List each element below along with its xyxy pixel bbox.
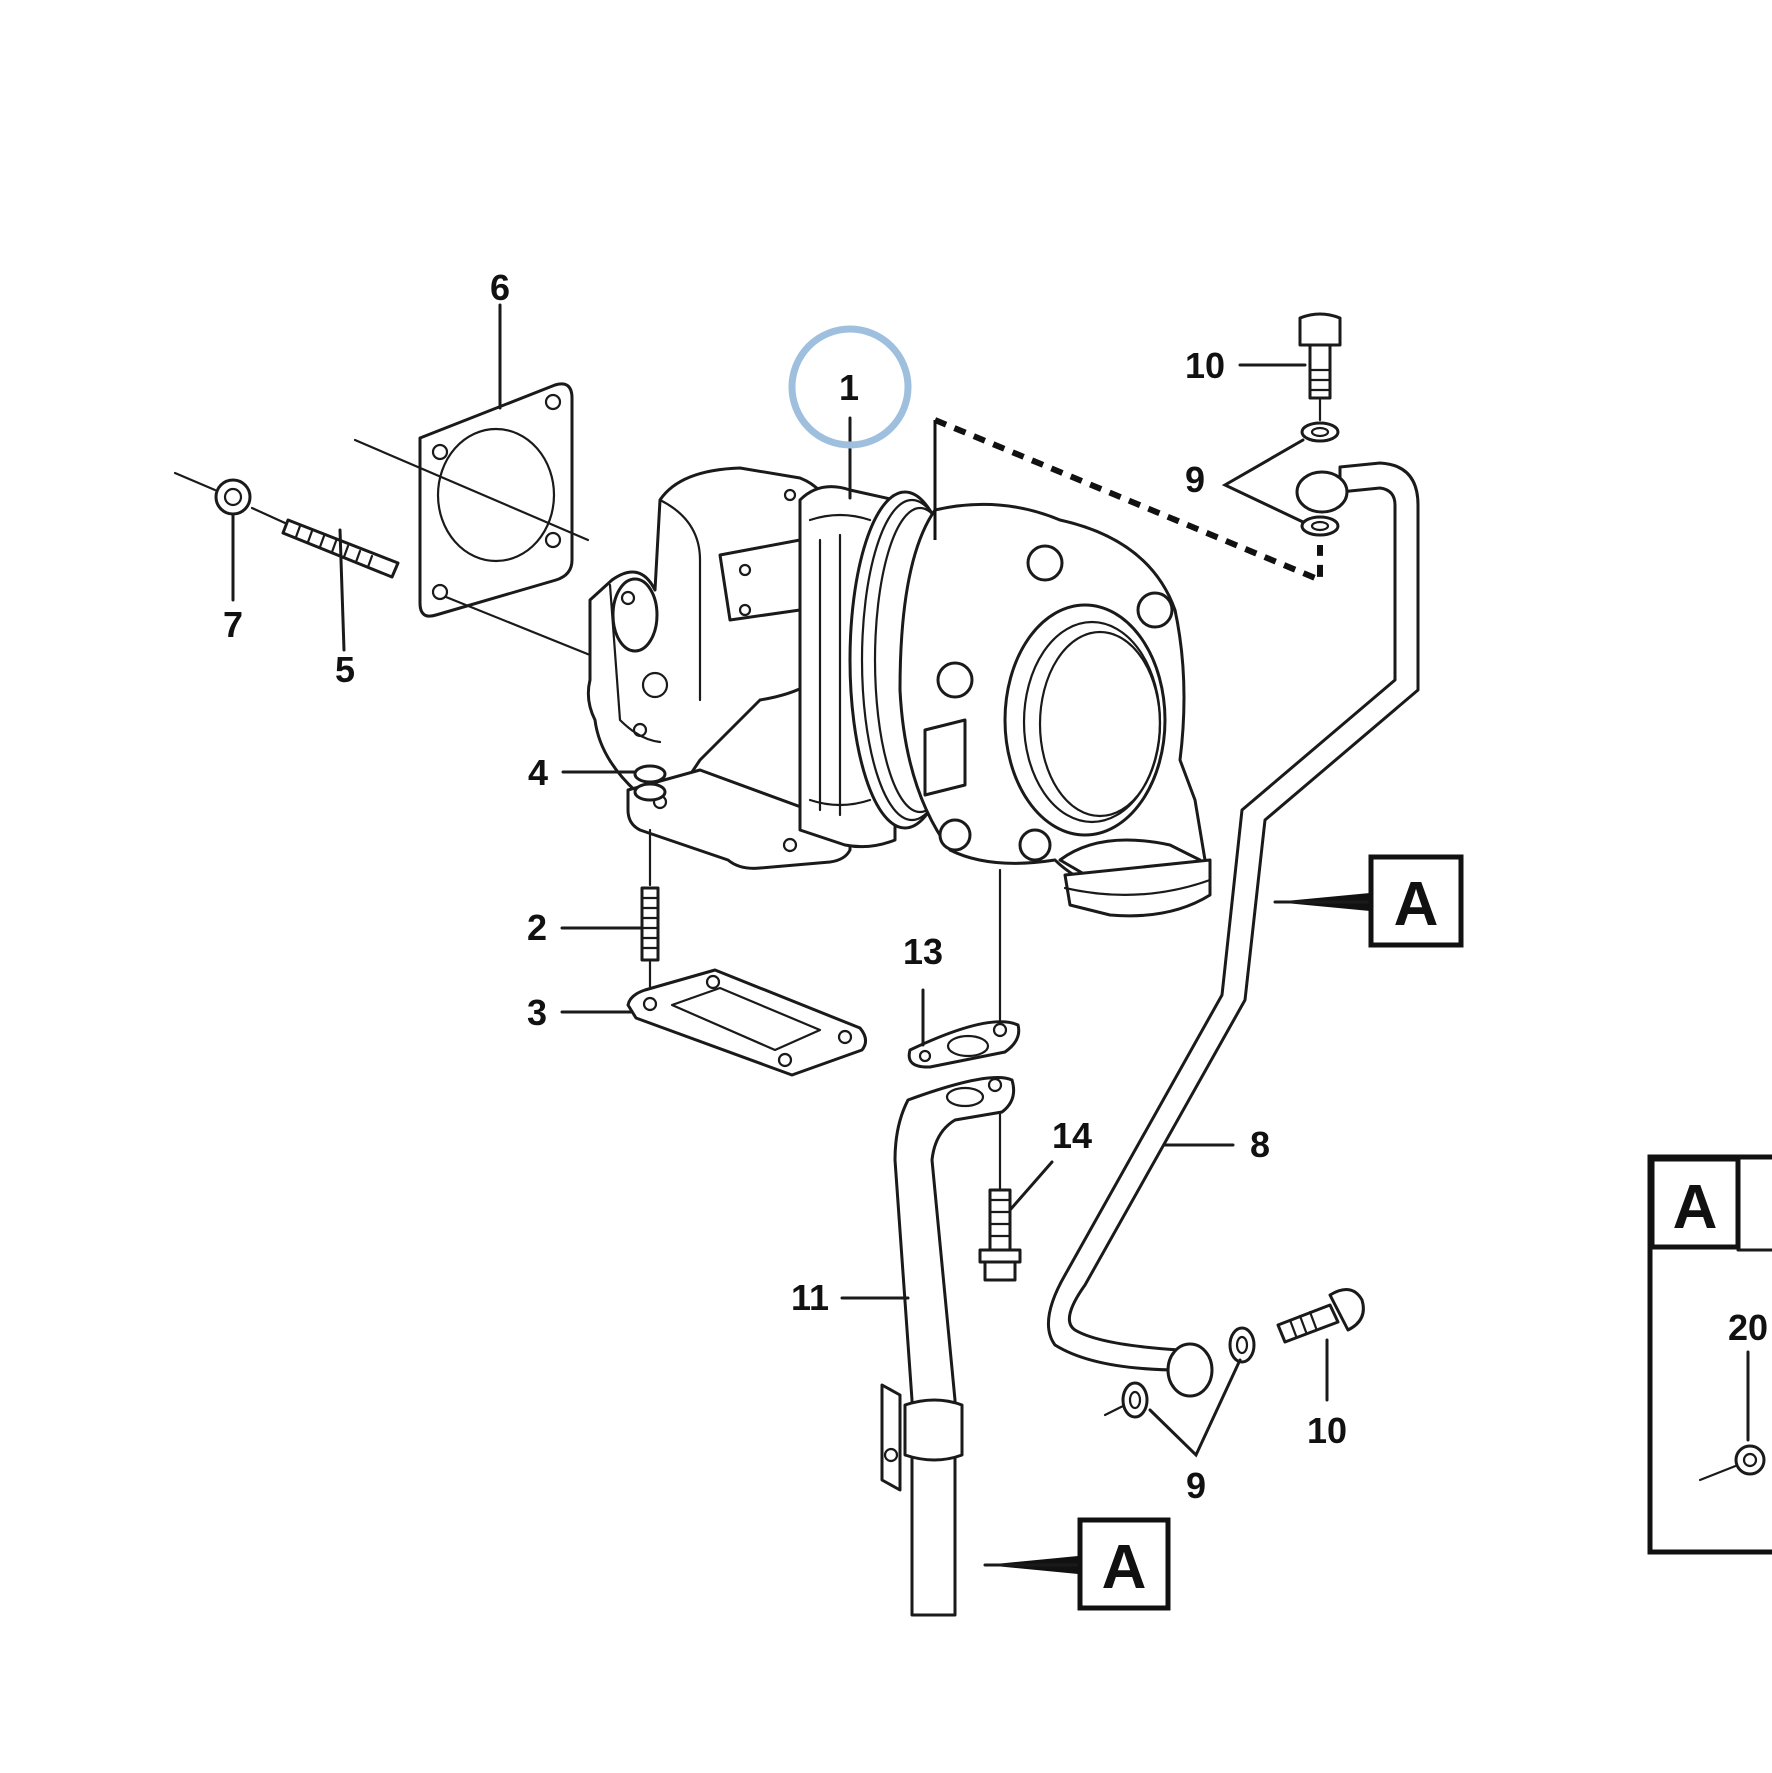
- part-stud-2: [640, 828, 660, 1002]
- detail-view-a: A 20: [1647, 1154, 1772, 1555]
- axis-line-stud: [444, 595, 592, 657]
- callout-6: 6: [490, 267, 510, 308]
- callout-1: 1: [839, 367, 859, 408]
- part-bolt-14: [978, 1188, 1022, 1282]
- callout-8: 8: [1250, 1124, 1270, 1165]
- detail-view-label: A: [1673, 1173, 1718, 1242]
- part-banjo-upper: [1295, 421, 1349, 537]
- callout-10-bottom: 10: [1307, 1410, 1347, 1451]
- callout-20: 20: [1728, 1307, 1768, 1348]
- callout-7: 7: [223, 604, 243, 645]
- part-turbocharger: [586, 466, 1212, 918]
- callout-13: 13: [903, 931, 943, 972]
- reference-a-right: A: [1273, 854, 1464, 948]
- part-stud-long: [250, 506, 400, 579]
- reference-a-bottom: A: [983, 1517, 1171, 1611]
- part-nut: [173, 471, 252, 516]
- callout-5: 5: [335, 649, 355, 690]
- part-washer-4: [633, 764, 667, 802]
- part-bolt-upper: [1298, 312, 1342, 422]
- leader-5: [338, 528, 346, 652]
- callout-14: 14: [1052, 1115, 1092, 1156]
- highlight-circle: [788, 325, 912, 449]
- callout-9-top: 9: [1185, 459, 1205, 500]
- leader-14: [1008, 1160, 1054, 1212]
- svg-text:A: A: [1102, 1533, 1147, 1602]
- axis-line-gasket: [353, 438, 590, 542]
- part-bolt-lower: [1276, 1288, 1365, 1344]
- callout-2: 2: [527, 907, 547, 948]
- part-gasket-outlet: [626, 968, 867, 1077]
- svg-text:A: A: [1394, 870, 1439, 939]
- callout-4: 4: [528, 752, 548, 793]
- callout-9-bottom: 9: [1186, 1465, 1206, 1506]
- leader-9-bottom: [1148, 1358, 1242, 1458]
- part-banjo-lower: [1103, 1326, 1256, 1419]
- leader-9-top: [1221, 438, 1305, 524]
- part-oil-drain-pipe: [880, 1076, 1016, 1617]
- callout-11: 11: [791, 1277, 829, 1318]
- callout-3: 3: [527, 992, 547, 1033]
- part-gasket-oil-drain: [907, 1020, 1021, 1069]
- callout-10-top: 10: [1185, 345, 1225, 386]
